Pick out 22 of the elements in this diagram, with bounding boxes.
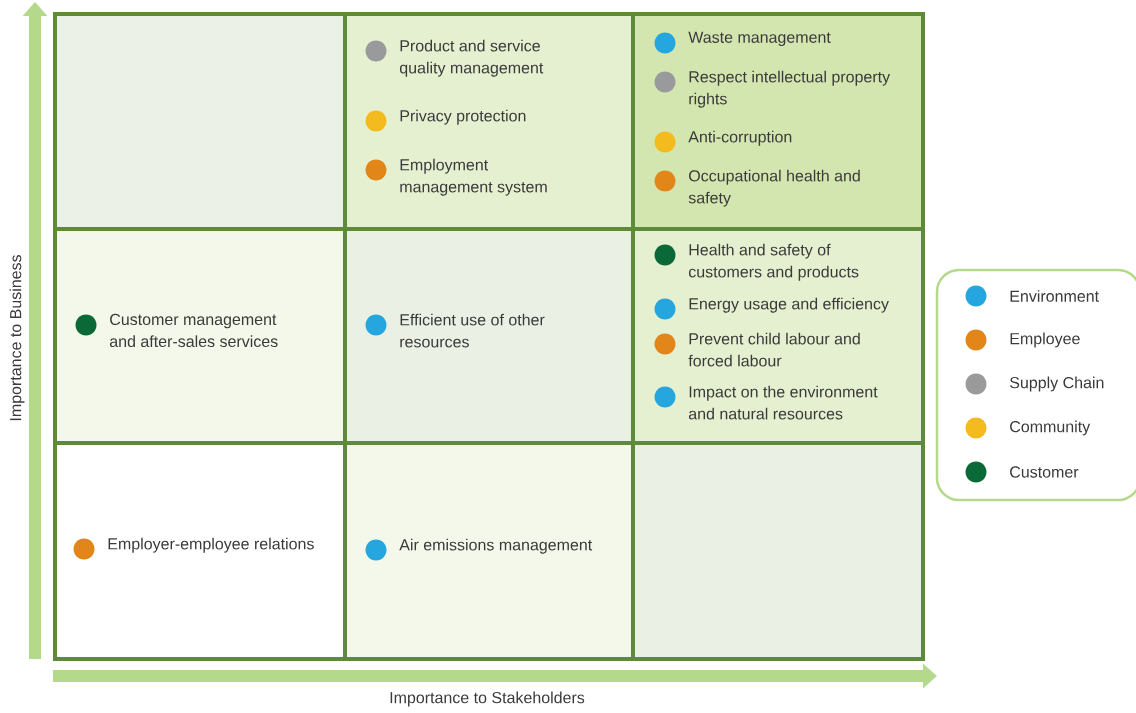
item-label: Waste management [688, 31, 831, 47]
item-label: Respect intellectual property rights [689, 70, 891, 108]
item-label: Employment management system [400, 158, 547, 196]
item-label: Customer management and after-sales services [109, 313, 278, 348]
item-label: Occupational health and safety [688, 169, 860, 207]
item-label: Efficient use of other resources [400, 313, 545, 348]
item-label: Health and safety of customers and products [688, 243, 859, 281]
legend-label: Employee [1010, 332, 1080, 348]
legend-label: Supply Chain [1010, 376, 1104, 392]
item-label: Energy usage and efficiency [689, 297, 889, 313]
legend-label: Environment [1010, 290, 1099, 302]
item-label: Anti-corruption [688, 130, 792, 146]
item-label: Employer-employee relations [108, 537, 314, 553]
item-label: Air emissions management [399, 538, 593, 554]
item-label: Product and service quality management [399, 39, 544, 77]
axis-label: Importance to Stakeholders [390, 691, 585, 707]
legend-label: Community [1010, 420, 1091, 436]
legend-label: Customer [1010, 466, 1079, 478]
item-label: Impact on the environment and natural resources [688, 385, 878, 420]
item-label: Prevent child labour and forced labour [688, 332, 860, 367]
axis-label: Importance to Business [9, 255, 25, 421]
item-label: Privacy protection [400, 109, 526, 125]
